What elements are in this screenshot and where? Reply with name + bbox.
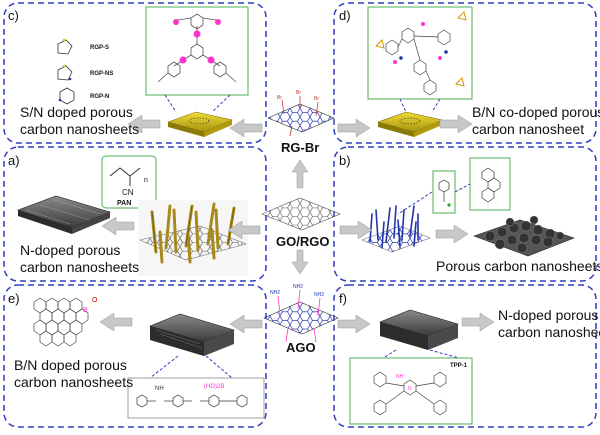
panel-d-arrow (439, 114, 473, 134)
label-ago: AGO (286, 340, 316, 355)
panel-f-letter: f) (339, 291, 347, 306)
panel-c: c) RGP-S RGP-NS RGP-N (8, 6, 249, 137)
panel-a-caption-1: N-doped porous (20, 242, 120, 258)
arrow-down (291, 249, 309, 275)
panel-d-gold-sheet (377, 111, 443, 137)
arrow-d (337, 118, 371, 138)
panel-a-letter: a) (8, 153, 20, 168)
panel-e-dark-slab (149, 313, 235, 356)
panel-b: b) (339, 153, 600, 274)
tpp-1-n-label: N (408, 386, 412, 392)
panel-f-frame (333, 284, 597, 428)
panel-c-arrow (127, 114, 161, 134)
label-go-rgo: GO/RGO (276, 234, 329, 249)
panel-a-caption-2: carbon nanosheets (20, 259, 139, 275)
br-substituent-2: Br (296, 90, 301, 96)
panel-d-letter: d) (339, 8, 351, 23)
center-column: Br Br Br RG-Br GO/RGO N (227, 90, 373, 355)
panel-f-caption-2: carbon nanosheets (498, 324, 600, 340)
panel-f-dark-slab (379, 309, 459, 350)
tpp-1-nh-label: NH (396, 374, 404, 380)
panel-b-inset-b (469, 157, 511, 211)
monomer-rgp-n: RGP-N (58, 87, 109, 105)
pan-structure-inset: CN n PAN (101, 155, 157, 209)
panel-e-caption-1: B/N doped porous (14, 357, 127, 373)
pan-fibers-on-sheet (138, 200, 248, 276)
tpp-1-inset: TPP-1 NH N (349, 357, 473, 425)
panel-c-letter: c) (8, 8, 19, 23)
arrow-right-to-b (339, 220, 373, 240)
panel-b-letter: b) (339, 153, 351, 168)
panel-b-arrow (435, 224, 469, 244)
panel-c-caption-2: carbon nanosheets (20, 121, 139, 137)
panel-e-linker-inset: NH (HO)2B (127, 377, 265, 419)
label-rgp-ns: RGP-NS (90, 71, 113, 77)
panel-f-caption-1: N-doped porous (498, 307, 598, 323)
arrow-c (229, 118, 263, 138)
panel-e: e) B O (8, 291, 265, 419)
label-rgp-n: RGP-N (90, 94, 109, 100)
panel-e-boronic-label: (HO)2B (204, 384, 224, 390)
panel-e-boron-label: B (83, 307, 88, 314)
panel-c-structure-inset (145, 6, 249, 96)
panel-f-arrow (461, 312, 495, 332)
panel-d-caption-2: carbon nanosheet (472, 121, 584, 137)
monomer-rgp-s: RGP-S (57, 38, 109, 55)
panel-d-frame (333, 2, 597, 144)
panel-b-caption-1: Porous carbon nanosheets (436, 258, 600, 274)
pan-group-label: CN (122, 188, 134, 197)
arrow-f (337, 314, 371, 334)
monomer-rgp-ns: RGP-NS (57, 64, 113, 81)
arrow-e (229, 314, 263, 334)
tpp-1-label: TPP-1 (450, 363, 468, 369)
nh2-substituent-2: NH2 (293, 284, 303, 290)
panel-c-caption-1: S/N doped porous (20, 104, 133, 120)
br-substituent-3: Br (314, 96, 319, 102)
panel-a-dark-sheet (17, 195, 111, 234)
panel-a: a) CN n PAN (8, 153, 248, 276)
label-rgp-s: RGP-S (90, 45, 109, 51)
panel-e-bn-structure (33, 297, 89, 347)
panel-c-gold-sheet (167, 111, 233, 137)
panel-d-caption-1: B/N co-doped porous (472, 104, 600, 120)
panel-c-frame (3, 2, 267, 144)
panel-e-oxygen-label: O (92, 297, 98, 304)
panel-b-blue-brush (361, 205, 431, 253)
ago-sheet: NH2 NH2 NH2 (263, 284, 339, 343)
pan-label: PAN (117, 200, 131, 207)
panel-e-letter: e) (8, 291, 20, 306)
panel-d: d) (339, 6, 600, 137)
rg-br-sheet: Br Br Br (267, 90, 335, 137)
label-rg-br: RG-Br (281, 140, 319, 155)
br-substituent-1: Br (277, 95, 282, 101)
panel-a-frame (3, 146, 267, 282)
panel-d-structure-inset (367, 6, 473, 100)
nh2-substituent-3: NH2 (314, 292, 324, 298)
panel-b-inset-a (432, 170, 456, 214)
pan-subscript: n (144, 177, 148, 184)
arrow-left-to-a (227, 220, 261, 240)
panel-a-arrow (101, 216, 135, 236)
panel-e-frame (3, 284, 267, 428)
go-rgo-sheet (261, 197, 341, 231)
panel-b-porous-sheet (473, 215, 575, 257)
arrow-up (291, 159, 309, 189)
panel-e-arrow (99, 312, 133, 332)
nh2-substituent-1: NH2 (270, 290, 280, 296)
panel-e-caption-2: carbon nanosheets (14, 374, 133, 390)
panel-f: f) N-doped porous carbon nanosheets TPP-… (339, 291, 600, 425)
panel-e-nh-label: NH (155, 386, 164, 392)
